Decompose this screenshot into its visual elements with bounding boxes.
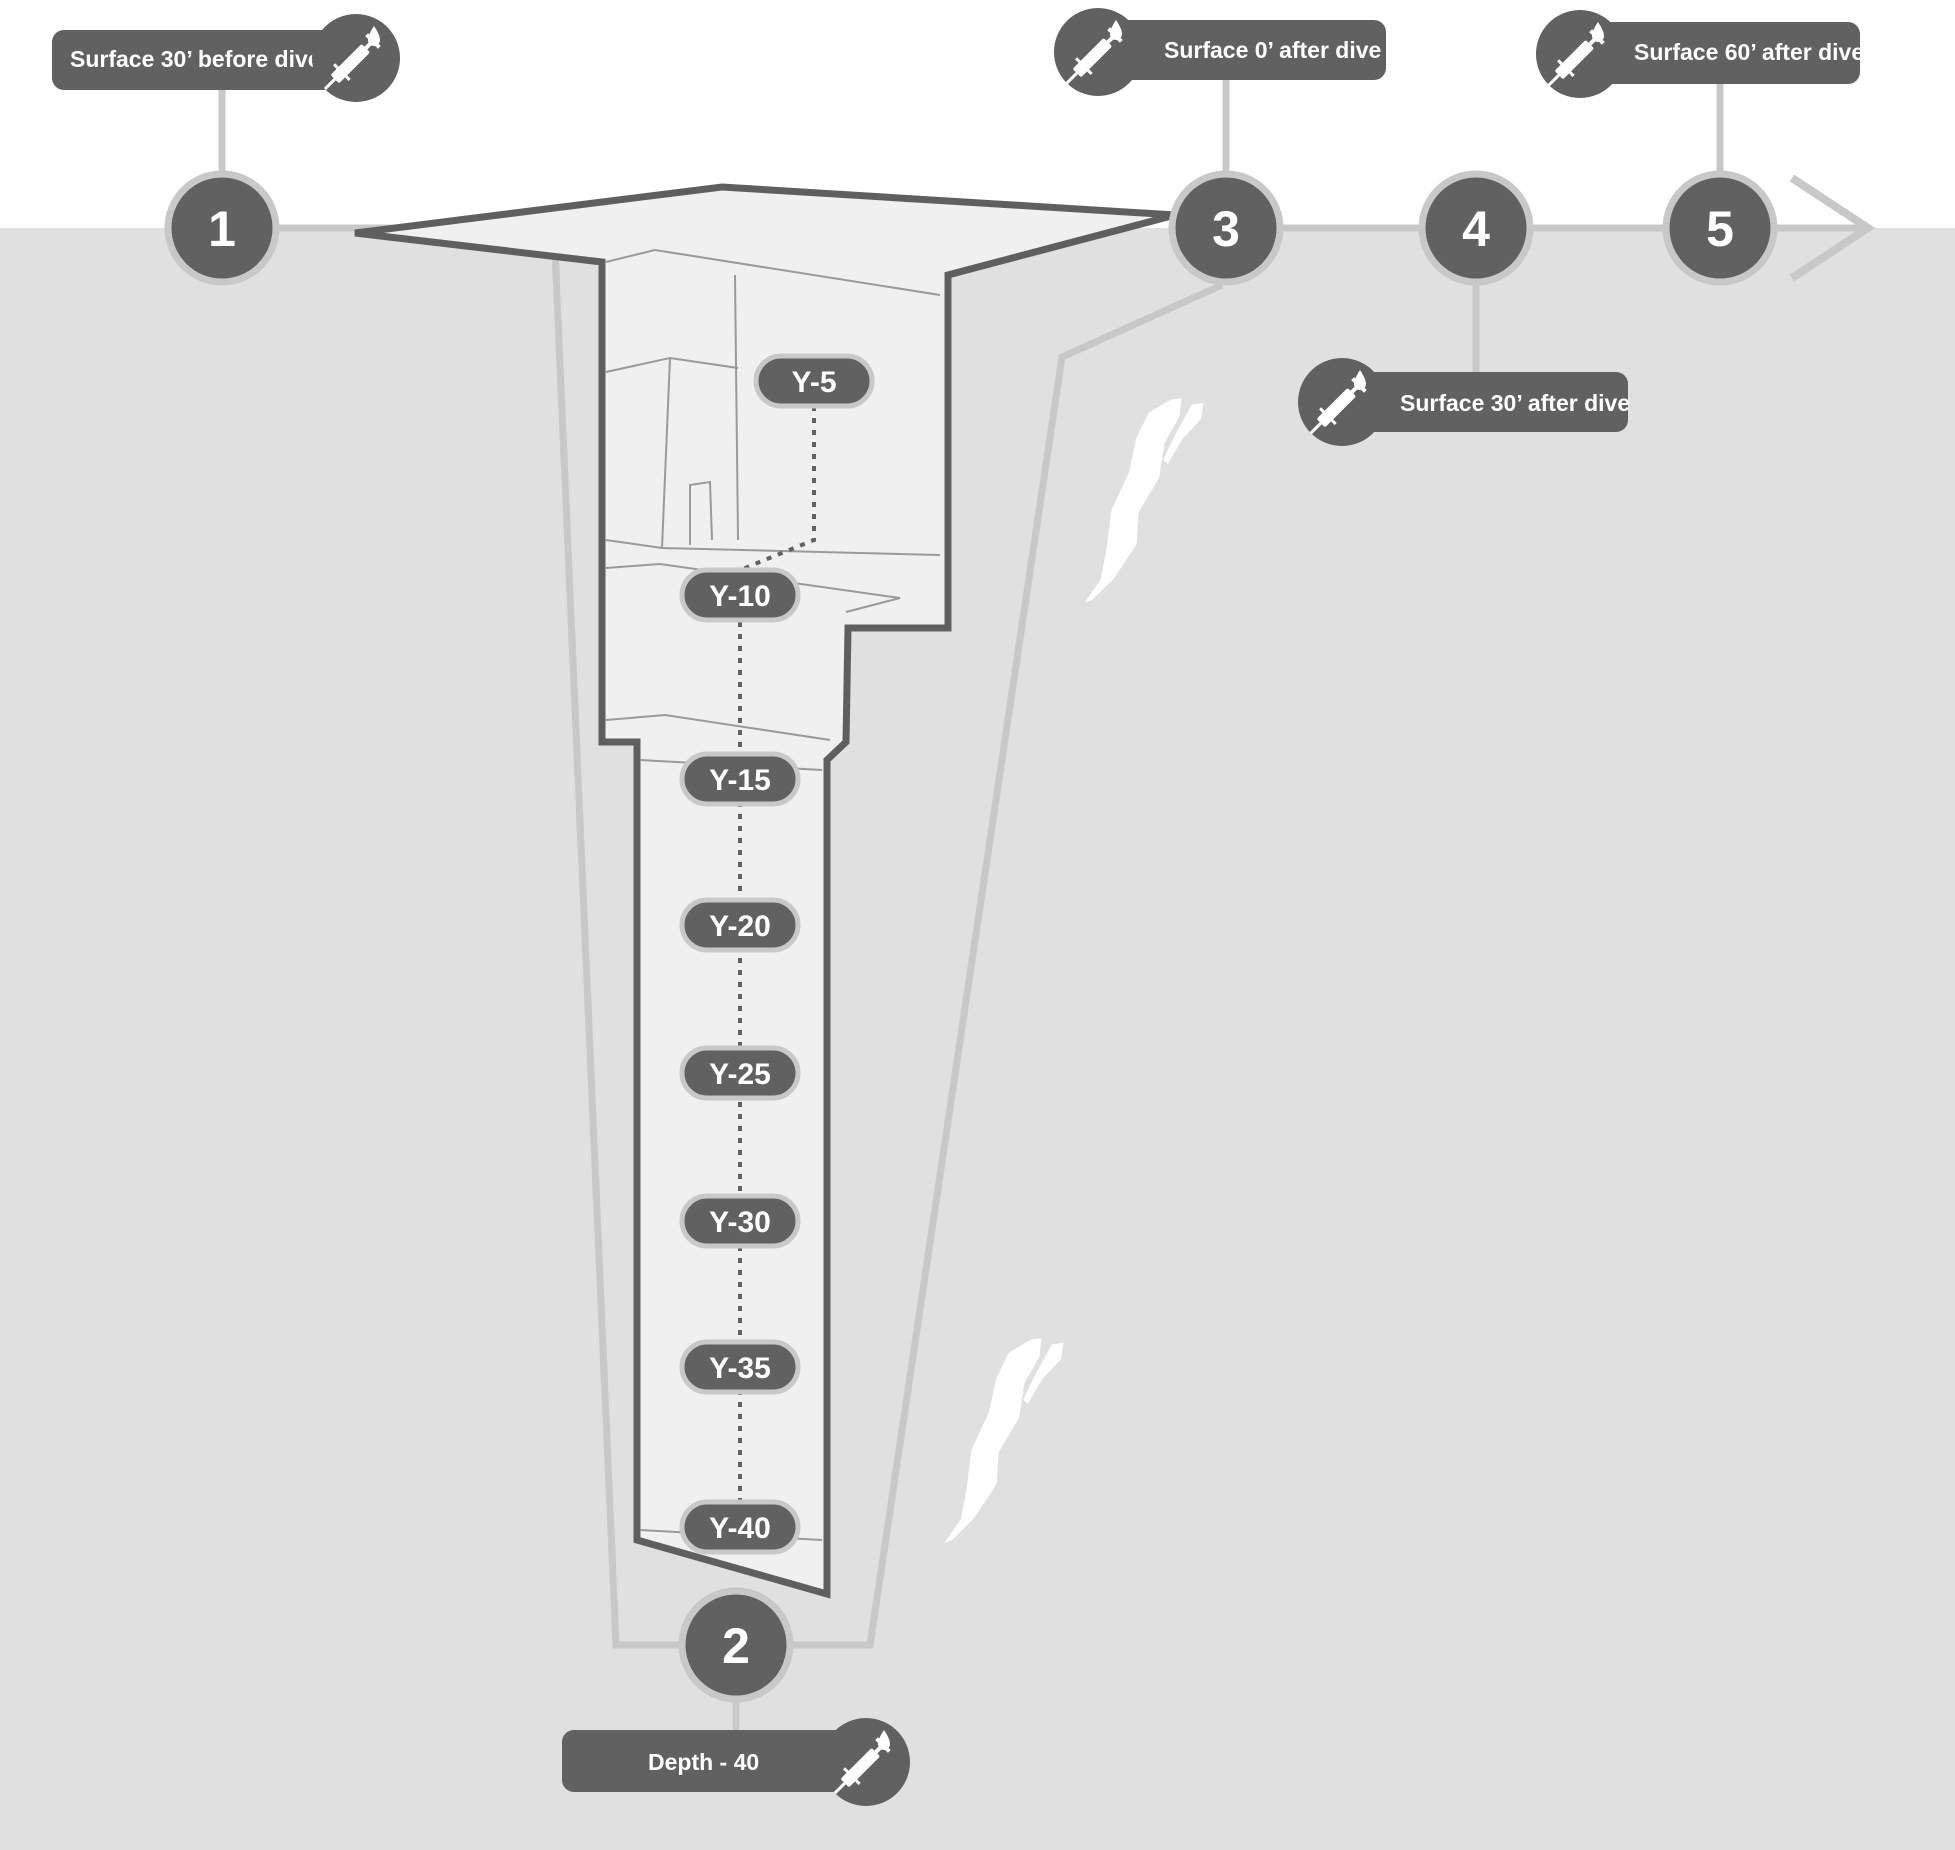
step-label-text: Depth - 40 (648, 1749, 759, 1775)
depth-marker: Y-35 (679, 1339, 801, 1395)
step-4: 4 (1418, 170, 1534, 286)
step-number: 1 (208, 201, 236, 257)
step-number: 3 (1212, 201, 1240, 257)
syringe-icon (1052, 6, 1144, 98)
step-label-5: Surface 60’ after dive (1534, 8, 1864, 100)
step-3: 3 (1168, 170, 1284, 286)
step-label-text: Surface 60’ after dive (1634, 39, 1864, 65)
syringe-icon (1534, 8, 1626, 100)
depth-marker-label: Y-10 (709, 580, 771, 613)
syringe-icon (1296, 356, 1388, 448)
step-label-text: Surface 30’ before dive (70, 46, 321, 72)
step-5: 5 (1662, 170, 1778, 286)
step-label-4: Surface 30’ after dive (1296, 356, 1630, 448)
depth-marker: Y-20 (679, 897, 801, 953)
step-label-text: Surface 0’ after dive (1164, 37, 1381, 63)
syringe-icon (310, 12, 402, 104)
step-2: 2 (678, 1587, 794, 1703)
step-label-1: Surface 30’ before dive (52, 12, 402, 104)
syringe-icon (820, 1716, 912, 1808)
depth-marker-label: Y-25 (709, 1058, 771, 1091)
label-connectors (218, 80, 1724, 1730)
depth-marker-label: Y-15 (709, 764, 771, 797)
step-number: 5 (1706, 201, 1734, 257)
depth-marker: Y-10 (679, 567, 801, 623)
depth-marker: Y-30 (679, 1193, 801, 1249)
depth-markers: Y-5 Y-10 Y-15 Y-20 Y-25 Y-30 Y-35 Y-40 (679, 353, 875, 1555)
step-label-2: Depth - 40 (562, 1716, 912, 1808)
water-background (0, 228, 1955, 1850)
step-label-3: Surface 0’ after dive (1052, 6, 1386, 98)
depth-marker-label: Y-5 (791, 366, 836, 399)
step-1: 1 (164, 170, 280, 286)
step-label-text: Surface 30’ after dive (1400, 390, 1630, 416)
depth-marker: Y-15 (679, 751, 801, 807)
depth-marker: Y-5 (753, 353, 875, 409)
depth-marker: Y-25 (679, 1045, 801, 1101)
step-number: 4 (1462, 201, 1490, 257)
step-number: 2 (722, 1618, 750, 1674)
depth-marker-label: Y-20 (709, 910, 771, 943)
depth-marker: Y-40 (679, 1499, 801, 1555)
depth-marker-label: Y-40 (709, 1512, 771, 1545)
depth-marker-label: Y-30 (709, 1206, 771, 1239)
depth-marker-label: Y-35 (709, 1352, 771, 1385)
